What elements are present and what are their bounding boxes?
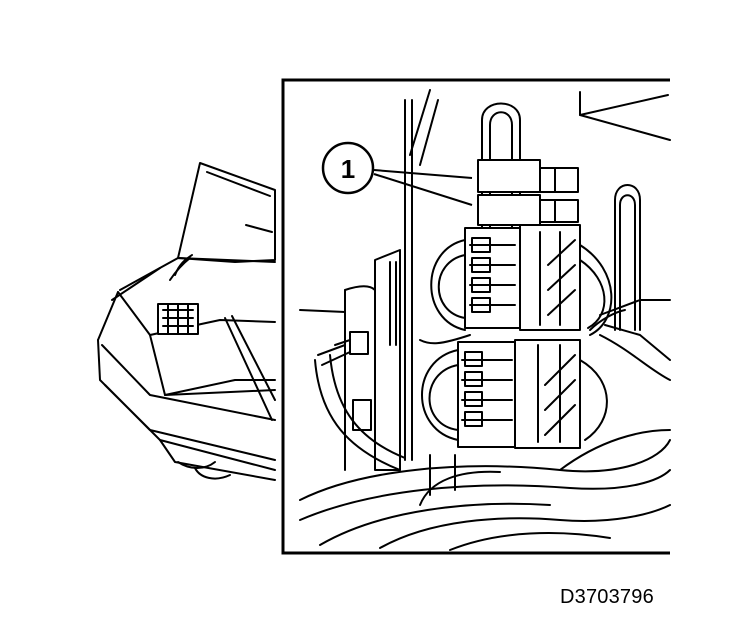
document-code: D3703796: [560, 586, 654, 608]
callout-1-circle: [321, 141, 375, 195]
detail-frame: [281, 78, 670, 555]
callout-1-label: 1: [341, 154, 355, 184]
callout-1-leader-bottom: [373, 173, 473, 206]
car-trunk-overview: [97, 162, 276, 481]
callout-1: 1: [321, 141, 473, 206]
callout-1-leader-top: [373, 169, 473, 179]
detail-view: 1: [281, 78, 671, 555]
